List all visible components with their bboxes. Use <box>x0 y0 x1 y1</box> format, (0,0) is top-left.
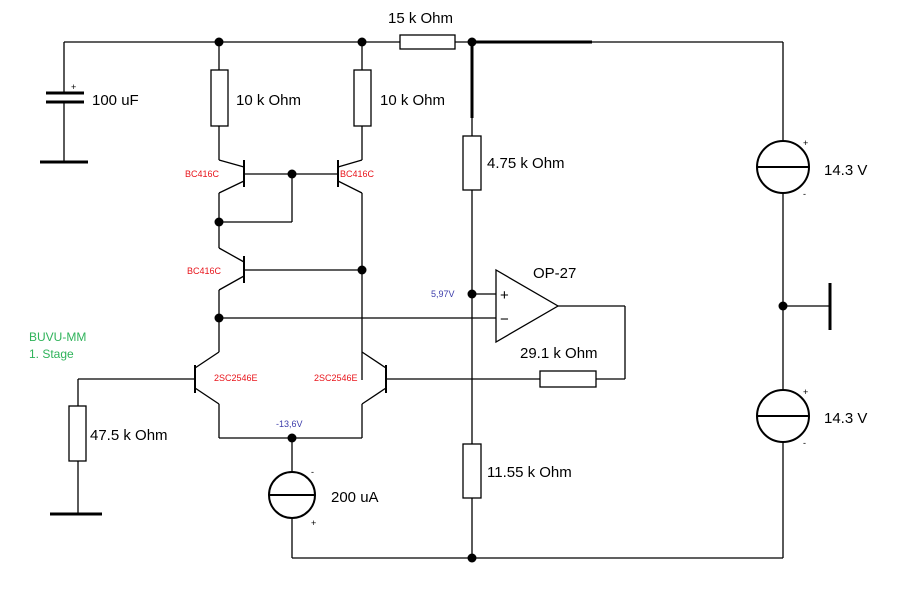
opamp-minus-wire <box>218 317 496 352</box>
mirror-diode-connection <box>219 174 293 223</box>
capacitor-label: 100 uF <box>92 92 139 109</box>
supply-bottom: + - <box>756 387 810 558</box>
transistor-bc416c-cascode-label: BC416C <box>187 266 222 276</box>
current-source-minus-sign: - <box>311 467 314 477</box>
supply-top-minus-sign: - <box>803 189 806 199</box>
opamp-label: OP-27 <box>533 265 576 282</box>
capacitor-100uf: + <box>40 42 88 164</box>
supply-top: + - <box>756 138 810 390</box>
top-rail <box>64 40 784 141</box>
divider-branch <box>462 42 496 558</box>
capacitor-plus-sign: + <box>71 82 76 92</box>
title-line-2: 1. Stage <box>29 347 74 361</box>
supply-bottom-minus-sign: - <box>803 438 806 448</box>
opamp-minus-input-sign: − <box>500 311 509 328</box>
supply-top-label: 14.3 V <box>824 162 867 179</box>
title-line-1: BUVU-MM <box>29 330 86 344</box>
input-resistor-branch <box>50 379 102 516</box>
tail-wire <box>219 437 362 472</box>
left-load-branch <box>210 42 292 218</box>
resistor-29k1-label: 29.1 k Ohm <box>520 345 598 362</box>
transistor-bc416c-right-label: BC416C <box>340 169 375 179</box>
resistor-15k-label: 15 k Ohm <box>388 10 453 27</box>
current-source-label: 200 uA <box>331 489 379 506</box>
resistor-4k75-label: 4.75 k Ohm <box>487 155 565 172</box>
resistor-47k5 <box>68 405 87 462</box>
resistor-29k1 <box>539 370 597 388</box>
junction-dots <box>214 37 788 563</box>
opamp-op27: + − <box>495 268 626 380</box>
opamp-plus-voltage-label: 5,97V <box>431 289 455 299</box>
current-source-plus-sign: + <box>311 518 316 528</box>
ground-symbol <box>783 283 832 330</box>
current-source-200ua: - + <box>268 467 316 558</box>
input-transistor-right <box>361 351 540 438</box>
supply-bottom-plus-sign: + <box>803 387 808 397</box>
right-load-branch <box>292 42 372 380</box>
resistor-15k <box>399 34 456 50</box>
resistor-11k55-label: 11.55 k Ohm <box>487 464 572 481</box>
transistor-2sc2546e-left-label: 2SC2546E <box>214 373 258 383</box>
resistor-10k-right <box>353 69 372 127</box>
cascode-transistor <box>218 222 362 318</box>
transistor-bc416c-left-label: BC416C <box>185 169 220 179</box>
resistor-10k-left-label: 10 k Ohm <box>236 92 301 109</box>
tail-voltage-label: -13,6V <box>276 419 303 429</box>
resistor-10k-left <box>210 69 229 127</box>
resistor-4k75 <box>462 135 482 191</box>
transistor-2sc2546e-right-label: 2SC2546E <box>314 373 358 383</box>
supply-bottom-label: 14.3 V <box>824 410 867 427</box>
resistor-11k55 <box>462 443 482 499</box>
opamp-plus-input-sign: + <box>500 287 509 304</box>
supply-top-plus-sign: + <box>803 138 808 148</box>
resistor-47k5-label: 47.5 k Ohm <box>90 427 168 444</box>
resistor-10k-right-label: 10 k Ohm <box>380 92 445 109</box>
input-transistor-left <box>78 351 220 438</box>
